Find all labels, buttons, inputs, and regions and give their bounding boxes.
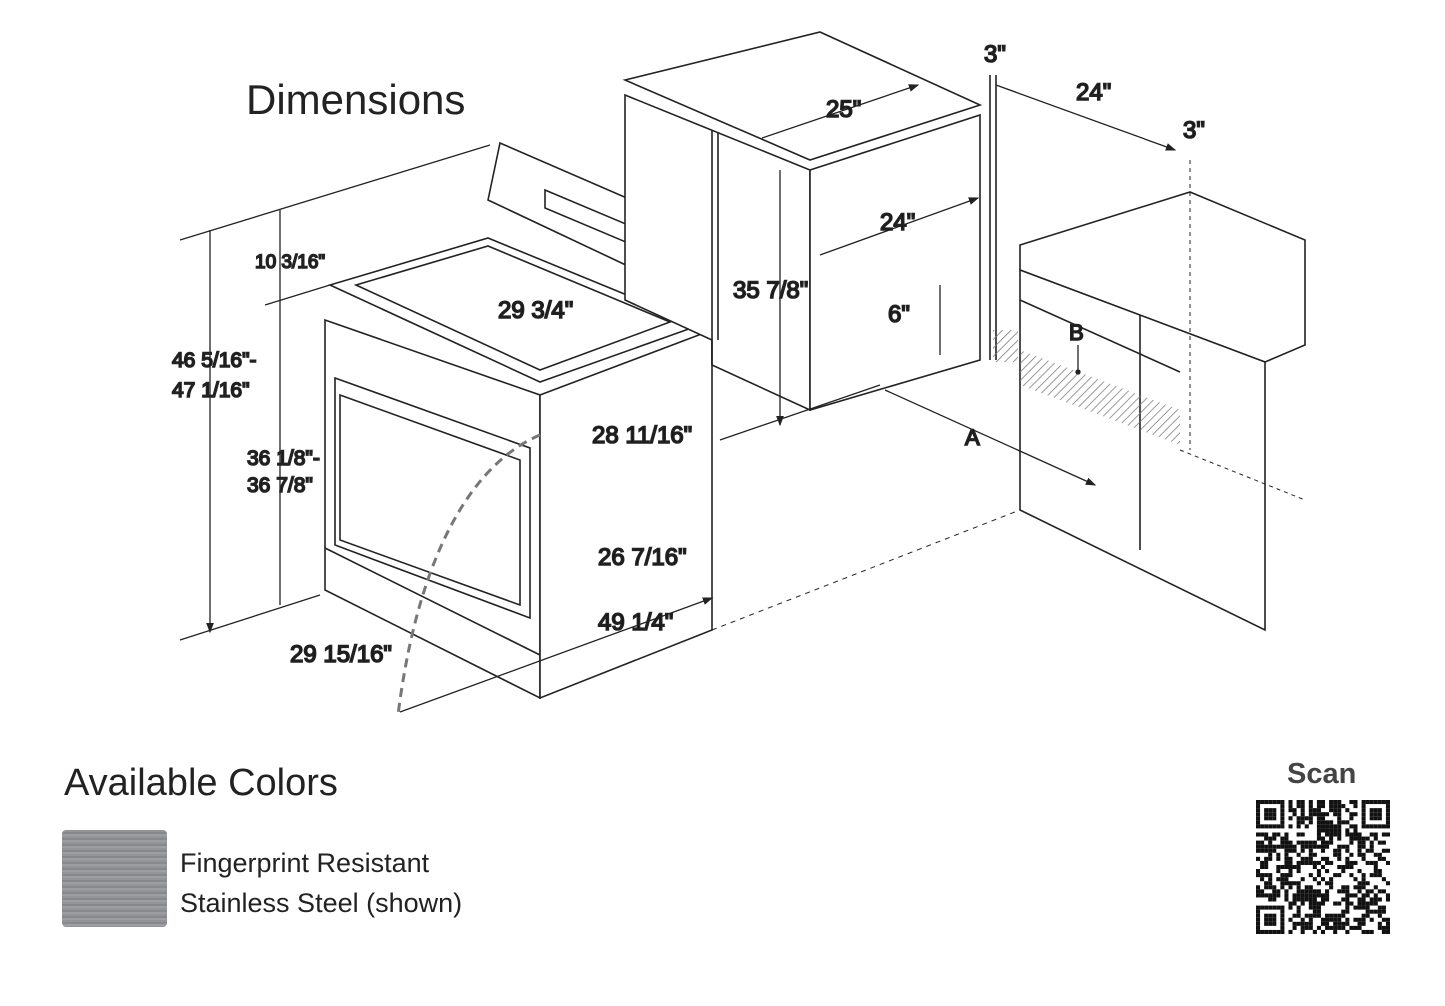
depth-body-label: 26 7/16"	[598, 544, 687, 571]
page-title: Dimensions	[246, 76, 466, 123]
cooktop-height-label: 36 1/8"-	[247, 447, 320, 470]
color-swatch-stainless	[62, 830, 167, 927]
cabinet-drawing	[622, 31, 1018, 412]
cooktop-width-label: 29 3/4"	[498, 297, 573, 324]
cabinet-depth-top-label: 25"	[826, 96, 861, 123]
clearance-left-label: 3"	[984, 41, 1006, 68]
depth-door-open-label: 49 1/4"	[598, 609, 673, 636]
dimension-labels: 10 3/16" 46 5/16"- 47 1/16" 36 1/8"- 36 …	[171, 40, 1205, 669]
toe-kick-label: 6"	[888, 301, 910, 328]
clearance-right-label: 3"	[1183, 117, 1205, 144]
backguard-height-label: 10 3/16"	[255, 252, 325, 273]
opening-depth-label: 24"	[1076, 79, 1111, 106]
cooktop-height-label-2: 36 7/8"	[247, 474, 313, 497]
overall-height-label: 46 5/16"-	[172, 349, 257, 372]
scan-label: Scan	[1287, 758, 1357, 790]
available-colors-heading: Available Colors	[64, 762, 338, 804]
color-name-line1: Fingerprint Resistant	[180, 848, 430, 878]
label-a: A	[965, 425, 980, 450]
depth-with-handle-label: 28 11/16"	[592, 422, 692, 449]
dimension-diagram: 10 3/16" 46 5/16"- 47 1/16" 36 1/8"- 36 …	[171, 31, 1306, 716]
width-label: 29 15/16"	[290, 641, 392, 668]
label-b: B	[1069, 320, 1084, 345]
cabinet-depth-label: 24"	[880, 209, 915, 236]
color-name-line2: Stainless Steel (shown)	[180, 888, 463, 918]
cabinet-height-label: 35 7/8"	[733, 277, 808, 304]
range-drawing	[324, 141, 1021, 716]
overall-height-label-2: 47 1/16"	[172, 379, 250, 402]
qr-code[interactable]	[1256, 800, 1390, 934]
dimension-lines	[179, 84, 1177, 713]
counter-drawing	[1019, 160, 1306, 632]
